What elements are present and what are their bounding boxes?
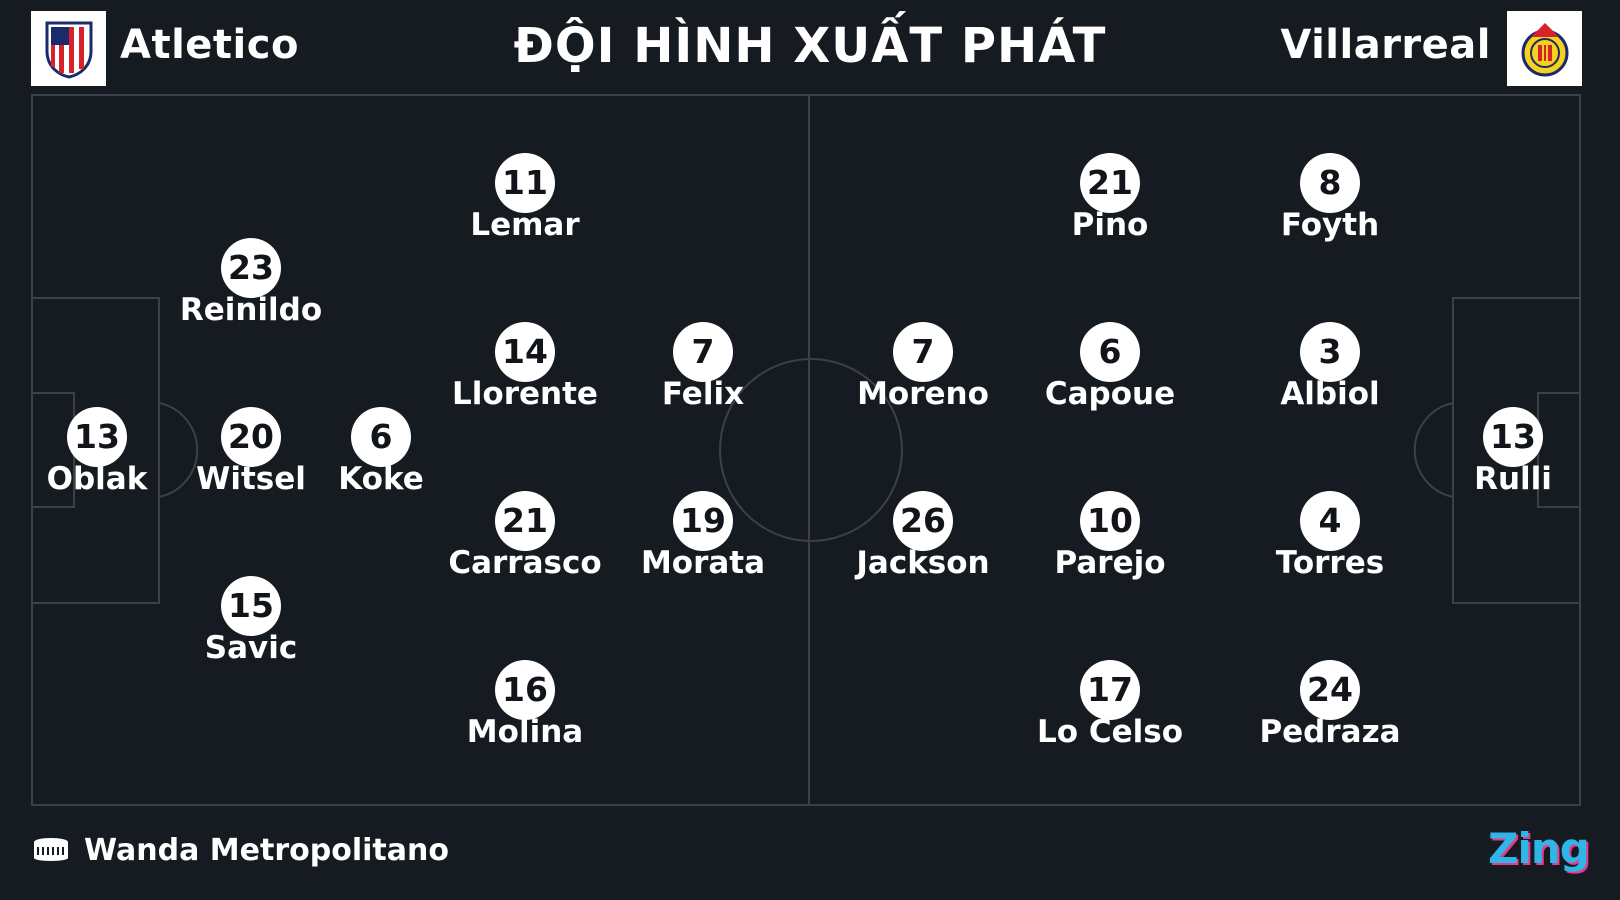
player-number: 3 bbox=[1300, 322, 1360, 382]
player-name: Morata bbox=[640, 545, 766, 581]
brand-logo: Zing bbox=[1488, 824, 1590, 873]
player-name: Reinildo bbox=[179, 292, 323, 328]
player-name: Torres bbox=[1275, 545, 1385, 581]
player-number: 16 bbox=[495, 660, 555, 720]
away-player-parejo: 10 Parejo bbox=[1010, 491, 1210, 581]
away-player-capoue: 6 Capoue bbox=[1010, 322, 1210, 412]
player-name: Carrasco bbox=[448, 545, 602, 581]
home-player-felix: 7 Felix bbox=[603, 322, 803, 412]
away-team-name: Villarreal bbox=[1280, 22, 1491, 68]
player-number: 6 bbox=[1080, 322, 1140, 382]
player-name: Foyth bbox=[1280, 207, 1380, 243]
home-player-savic: 15 Savic bbox=[151, 576, 351, 666]
player-name: Llorente bbox=[452, 376, 598, 412]
home-player-koke: 6 Koke bbox=[281, 407, 481, 497]
player-name: Capoue bbox=[1044, 376, 1176, 412]
player-number: 15 bbox=[221, 576, 281, 636]
player-name: Pedraza bbox=[1259, 714, 1401, 750]
home-team-name: Atletico bbox=[120, 22, 299, 68]
player-number: 7 bbox=[893, 322, 953, 382]
home-player-molina: 16 Molina bbox=[425, 660, 625, 750]
player-number: 24 bbox=[1300, 660, 1360, 720]
player-number: 21 bbox=[1080, 153, 1140, 213]
home-team-logo bbox=[31, 11, 106, 86]
home-player-oblak: 13 Oblak bbox=[0, 407, 197, 497]
player-name: Felix bbox=[661, 376, 745, 412]
home-player-witsel: 20 Witsel bbox=[151, 407, 351, 497]
away-player-albiol: 3 Albiol bbox=[1230, 322, 1430, 412]
player-name: Witsel bbox=[196, 461, 306, 497]
away-player-lo-celso: 17 Lo Celso bbox=[1010, 660, 1210, 750]
atletico-crest-icon bbox=[45, 21, 92, 79]
page-title: ĐỘI HÌNH XUẤT PHÁT bbox=[513, 18, 1107, 74]
player-name: Koke bbox=[338, 461, 424, 497]
player-number: 13 bbox=[1483, 407, 1543, 467]
villarreal-crest-icon bbox=[1521, 22, 1568, 76]
home-player-llorente: 14 Llorente bbox=[425, 322, 625, 412]
home-player-carrasco: 21 Carrasco bbox=[425, 491, 625, 581]
player-number: 11 bbox=[495, 153, 555, 213]
player-number: 21 bbox=[495, 491, 555, 551]
away-player-pino: 21 Pino bbox=[1010, 153, 1210, 243]
away-player-jackson: 26 Jackson bbox=[823, 491, 1023, 581]
player-number: 8 bbox=[1300, 153, 1360, 213]
away-player-torres: 4 Torres bbox=[1230, 491, 1430, 581]
player-number: 23 bbox=[221, 238, 281, 298]
player-name: Molina bbox=[466, 714, 584, 750]
player-name: Albiol bbox=[1280, 376, 1380, 412]
pitch: 13 Oblak 23 Reinildo 20 Witsel 15 Savic … bbox=[31, 94, 1581, 806]
player-name: Jackson bbox=[856, 545, 990, 581]
player-name: Rulli bbox=[1474, 461, 1552, 497]
player-name: Savic bbox=[204, 630, 298, 666]
player-number: 17 bbox=[1080, 660, 1140, 720]
stadium-icon bbox=[33, 837, 69, 865]
player-number: 6 bbox=[351, 407, 411, 467]
player-name: Parejo bbox=[1054, 545, 1166, 581]
home-player-lemar: 11 Lemar bbox=[425, 153, 625, 243]
venue-name: Wanda Metropolitano bbox=[84, 833, 449, 868]
home-player-morata: 19 Morata bbox=[603, 491, 803, 581]
player-name: Oblak bbox=[46, 461, 148, 497]
home-player-reinildo: 23 Reinildo bbox=[151, 238, 351, 328]
player-number: 4 bbox=[1300, 491, 1360, 551]
player-number: 14 bbox=[495, 322, 555, 382]
player-name: Moreno bbox=[857, 376, 989, 412]
player-number: 10 bbox=[1080, 491, 1140, 551]
player-number: 19 bbox=[673, 491, 733, 551]
away-player-foyth: 8 Foyth bbox=[1230, 153, 1430, 243]
player-number: 26 bbox=[893, 491, 953, 551]
away-player-moreno: 7 Moreno bbox=[823, 322, 1023, 412]
player-name: Pino bbox=[1071, 207, 1149, 243]
player-number: 20 bbox=[221, 407, 281, 467]
player-number: 13 bbox=[67, 407, 127, 467]
player-name: Lo Celso bbox=[1037, 714, 1183, 750]
away-player-pedraza: 24 Pedraza bbox=[1230, 660, 1430, 750]
player-name: Lemar bbox=[470, 207, 580, 243]
player-number: 7 bbox=[673, 322, 733, 382]
away-team-logo bbox=[1507, 11, 1582, 86]
away-player-rulli: 13 Rulli bbox=[1413, 407, 1613, 497]
